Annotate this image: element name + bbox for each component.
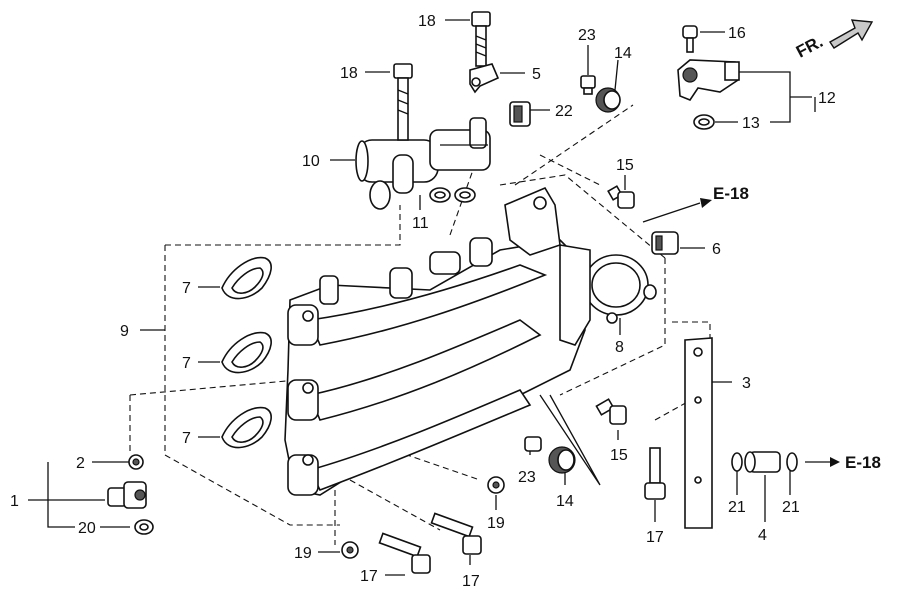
part-7-gasket-1 [221,256,272,300]
leader-lines [28,19,816,576]
part-4-joint [744,451,781,473]
part-17-bolt-lower-a [378,532,431,574]
callout-23: 23 [578,27,596,44]
part-5-bracket [469,63,500,94]
callout-6: 6 [712,241,721,258]
part-23-grommet-lower [524,436,542,452]
part-21-washer-left [731,452,743,472]
callout-21: 21 [782,499,800,516]
callout-13: 13 [742,115,760,132]
part-8-gasket [583,254,657,324]
part-12-map-sensor [677,59,740,101]
part-14-insulator-upper [595,87,621,113]
callout-7: 7 [182,430,191,447]
callout-17: 17 [462,573,480,590]
part-20-washer [134,519,154,535]
callout-7: 7 [182,355,191,372]
callout-18: 18 [340,65,358,82]
part-7-gasket-3 [221,406,272,449]
callout-2: 2 [76,455,85,472]
callout-14: 14 [614,45,632,62]
direction-label: FR. [793,32,826,62]
callout-7: 7 [182,280,191,297]
part-18-bolt-left [393,63,413,141]
part-21-washer-right [786,452,798,472]
part-11-o-rings [429,187,476,203]
callout-19: 19 [294,545,312,562]
callout-10: 10 [302,153,320,170]
callout-20: 20 [78,520,96,537]
callout-9: 9 [120,323,129,340]
callout-21: 21 [728,499,746,516]
reference-arrow-bottom [805,457,840,467]
part-19-nut-b [341,541,359,559]
reference-e18-bottom: E-18 [845,453,881,472]
callout-labels: 18 18 5 22 23 14 16 12 13 10 11 15 E-18 … [10,13,881,590]
callout-15: 15 [616,157,634,174]
callout-12: 12 [818,90,836,107]
reference-e18-top: E-18 [713,184,749,203]
front-direction-arrow: FR. [793,19,874,62]
callout-5: 5 [532,66,541,83]
part-18-bolt-top [471,11,491,67]
callout-17: 17 [646,529,664,546]
part-1-sensor [107,481,147,509]
part-9-intake-manifold [284,186,591,496]
part-23-grommet-upper [580,75,596,95]
part-7-gasket-2 [221,331,272,374]
part-19-nut-a [487,476,505,494]
callout-22: 22 [555,103,573,120]
part-17-bolt-right [644,447,666,500]
callout-8: 8 [615,339,624,356]
callout-18: 18 [418,13,436,30]
callout-19: 19 [487,515,505,532]
callout-17: 17 [360,568,378,585]
part-15-bolt-lower [595,398,627,425]
part-15-bolt-upper [607,185,635,209]
callout-11: 11 [412,215,429,232]
part-22-clip [509,101,531,127]
callout-1: 1 [10,493,19,510]
part-3-stay [684,337,713,529]
part-13-o-ring [693,114,715,130]
callout-16: 16 [728,25,746,42]
part-2-nut [128,454,144,470]
callout-3: 3 [742,375,751,392]
part-16-screw [682,25,698,53]
callout-23: 23 [518,469,536,486]
callout-15: 15 [610,447,628,464]
part-6-connector [651,231,679,255]
part-14-insulator-lower [548,446,576,474]
callout-4: 4 [758,527,767,544]
reference-arrow-top [642,198,712,223]
part-17-bolt-lower-b [430,512,482,555]
callout-14: 14 [556,493,574,510]
